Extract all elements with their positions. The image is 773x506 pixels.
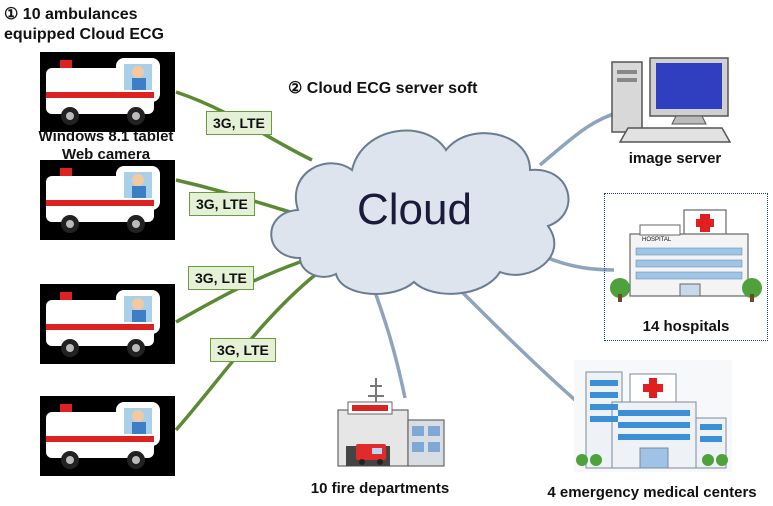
ambulance-icon (46, 290, 160, 357)
ambulance-icon (46, 58, 160, 125)
hospitals-box (604, 193, 768, 341)
link-tag-2: 3G, LTE (189, 192, 255, 216)
ambulance-4 (40, 396, 175, 476)
link-tag-1: 3G, LTE (206, 111, 272, 135)
cloud-shape (270, 129, 570, 295)
computer-icon (611, 57, 732, 143)
step1-title-line1: ① 10 ambulances (4, 6, 138, 23)
hospitals-label: 14 hospitals (642, 318, 730, 335)
ambulance-icon (46, 402, 160, 469)
image-server-label: image server (628, 150, 722, 167)
step1-title-line2: equipped Cloud ECG (4, 26, 164, 43)
link-fire (373, 291, 407, 399)
hospital-sign: HOSPITAL (642, 237, 672, 243)
tablet-label-line2: Web camera (61, 146, 151, 163)
link-tag-4: 3G, LTE (210, 338, 276, 362)
emergency-centers-label: 4 emergency medical centers (547, 484, 757, 501)
emergency-center-icon (574, 360, 732, 472)
tablet-label-line1: Windows 8.1 tablet (38, 128, 174, 145)
ambulance-icon (46, 166, 160, 233)
cloud-label: Cloud (357, 185, 472, 234)
ambulance-3 (40, 284, 175, 364)
hospital-icon (610, 209, 762, 302)
link-emergency (448, 278, 577, 402)
fire-departments-label: 10 fire departments (310, 480, 450, 497)
step2-title: ② Cloud ECG server soft (288, 80, 478, 97)
ambulance-1 (40, 52, 175, 132)
fire-department-icon (337, 378, 445, 467)
ambulance-2 (40, 160, 175, 240)
link-ambulance-3 (175, 260, 301, 324)
link-tag-3: 3G, LTE (188, 266, 254, 290)
